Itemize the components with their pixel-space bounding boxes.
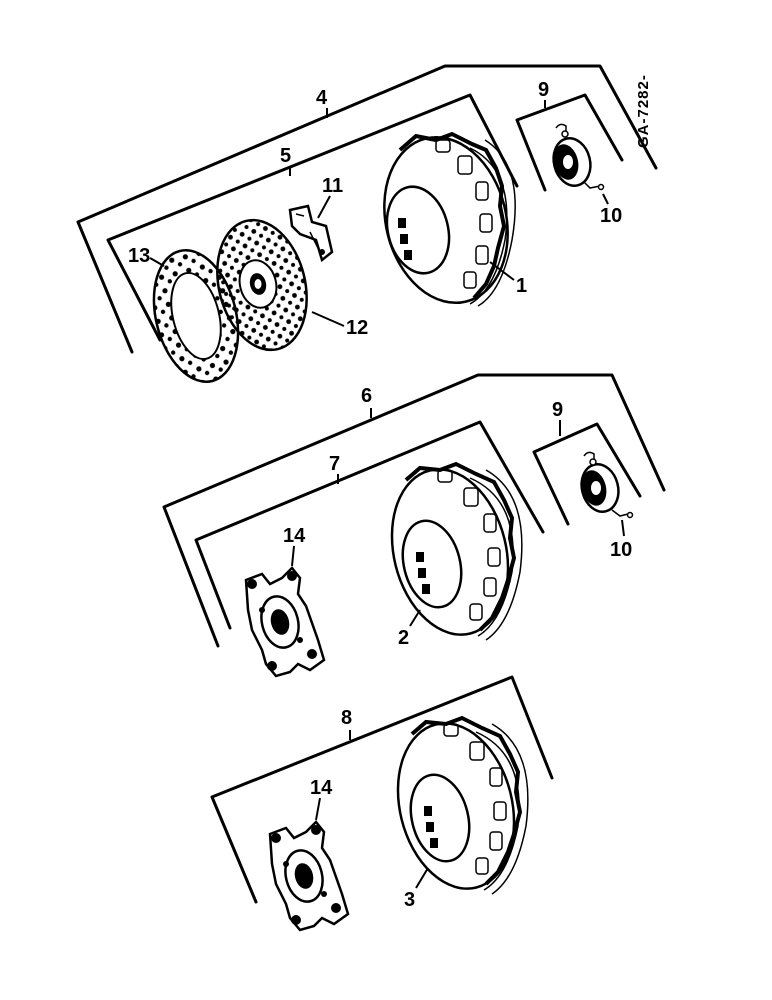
clip-10-top <box>583 181 605 191</box>
bracket-4 <box>76 64 658 354</box>
release-lever-11 <box>288 204 334 263</box>
pressure-plate-1 <box>383 131 516 307</box>
label-9-middle: 9 <box>552 399 563 421</box>
hub-plate-14-middle <box>244 566 326 678</box>
label-10-middle: 10 <box>610 539 632 561</box>
release-bearing-middle <box>580 451 620 513</box>
label-10-top: 10 <box>600 205 622 227</box>
label-13: 13 <box>128 245 150 267</box>
label-4: 4 <box>316 87 328 109</box>
bracket-9-top <box>515 93 624 192</box>
label-1: 1 <box>516 275 527 297</box>
label-3: 3 <box>404 889 415 911</box>
label-14-middle: 14 <box>283 525 306 547</box>
label-14-bottom: 14 <box>310 777 333 799</box>
label-2: 2 <box>398 627 409 649</box>
bracket-9-middle <box>532 420 642 526</box>
clutch-disc-12 <box>216 218 308 352</box>
clip-10-middle <box>611 509 634 519</box>
bracket-6 <box>162 373 666 648</box>
pressure-plate-3 <box>396 715 529 895</box>
bracket-8 <box>210 675 554 904</box>
label-11: 11 <box>322 175 343 197</box>
hub-plate-14-bottom <box>268 820 350 932</box>
drawing-reference: GA-7282- <box>635 74 652 148</box>
bracket-5 <box>106 93 519 342</box>
pressure-plate-2 <box>390 461 523 641</box>
release-bearing-top <box>552 123 592 187</box>
bracket-7 <box>194 420 545 630</box>
label-6: 6 <box>361 385 372 407</box>
label-5: 5 <box>280 145 291 167</box>
label-9-top: 9 <box>538 79 549 101</box>
label-8: 8 <box>341 707 352 729</box>
label-12: 12 <box>346 317 368 339</box>
label-7: 7 <box>329 453 340 475</box>
